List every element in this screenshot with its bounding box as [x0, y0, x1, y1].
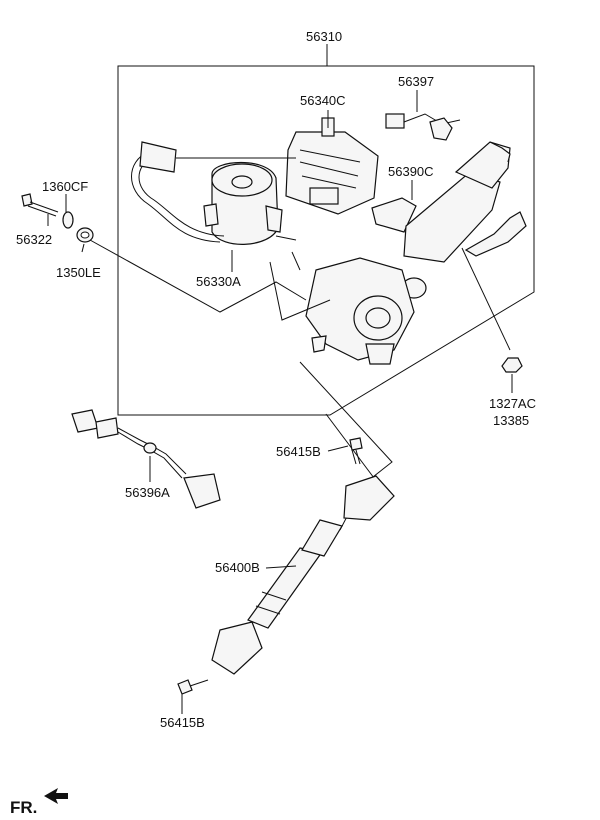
- label-56390c: 56390C: [388, 164, 434, 179]
- intermediate-shaft: [211, 475, 395, 675]
- washer-1350le-part: [76, 227, 94, 243]
- motor-harness: [131, 141, 296, 243]
- ecu-motor-connector-line: [275, 235, 301, 271]
- washer-1360cf-part: [62, 211, 74, 229]
- label-1327ac: 1327AC: [489, 396, 536, 411]
- label-56415b-lower: 56415B: [160, 715, 205, 730]
- assembly-boundary-box: [117, 65, 535, 416]
- column-gearbox: [305, 257, 415, 365]
- bolt-lower-part: [177, 679, 209, 695]
- fr-direction-label: FR.: [10, 798, 37, 817]
- leader-56400b: [265, 565, 297, 569]
- label-13385: 13385: [493, 413, 529, 428]
- bolt-upper-part: [349, 437, 363, 465]
- label-56397: 56397: [398, 74, 434, 89]
- connector-bracket-part: [385, 113, 461, 141]
- motor-to-housing-line: [269, 261, 331, 321]
- label-1350le: 1350LE: [56, 265, 101, 280]
- label-56330a: 56330A: [196, 274, 241, 289]
- ecu-module: [285, 117, 379, 215]
- harness-56396a-part: [71, 409, 221, 509]
- label-56310: 56310: [306, 29, 342, 44]
- leader-56415b-upper: [327, 445, 349, 452]
- leader-1350le: [81, 243, 85, 253]
- label-56396a: 56396A: [125, 485, 170, 500]
- nut-leader-line: [461, 247, 511, 351]
- label-1360cf: 1360CF: [42, 179, 88, 194]
- fr-arrow-icon: [44, 788, 68, 804]
- steering-motor: [203, 161, 283, 245]
- washer-to-housing-line: [89, 239, 307, 313]
- bolt-56322-part: [21, 193, 59, 217]
- label-56400b: 56400B: [215, 560, 260, 575]
- label-56415b-upper: 56415B: [276, 444, 321, 459]
- label-56340c: 56340C: [300, 93, 346, 108]
- label-56322: 56322: [16, 232, 52, 247]
- nut-part: [501, 357, 523, 373]
